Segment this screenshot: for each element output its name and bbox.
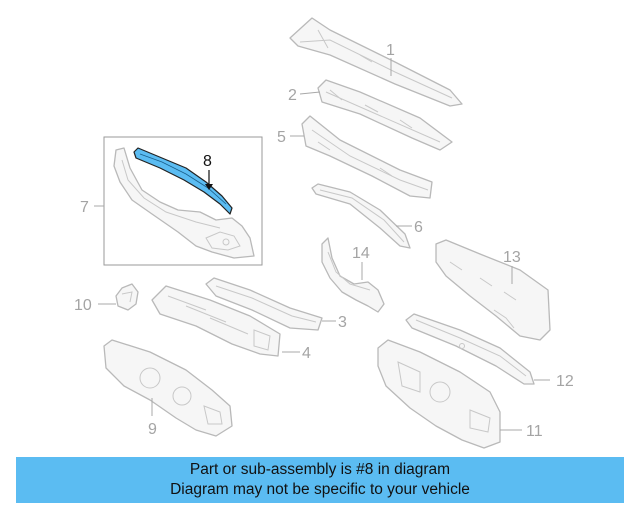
part-11-dash-panel[interactable] bbox=[377, 339, 501, 449]
inset-box bbox=[103, 136, 263, 266]
leader-8-arrowhead bbox=[205, 184, 213, 190]
part-7-dash-panel-assembly[interactable] bbox=[113, 147, 255, 259]
callout-1: 1 bbox=[386, 42, 395, 59]
parts-diagram: 1 2 5 6 7 8 14 bbox=[74, 17, 574, 449]
callout-12: 12 bbox=[556, 373, 574, 390]
banner-line-2: Diagram may not be specific to your vehi… bbox=[170, 481, 470, 498]
part-12-reinforcement[interactable] bbox=[405, 313, 535, 385]
part-10-small-bracket[interactable] bbox=[115, 283, 139, 311]
part-4-dash-panel-lower[interactable] bbox=[151, 285, 281, 357]
callout-7: 7 bbox=[80, 199, 89, 216]
banner-line-1: Part or sub-assembly is #8 in diagram bbox=[189, 461, 451, 478]
callout-10: 10 bbox=[74, 297, 92, 314]
info-banner: Part or sub-assembly is #8 in diagram Di… bbox=[16, 457, 624, 503]
part-1-cowl-top[interactable] bbox=[289, 17, 463, 107]
callout-8: 8 bbox=[203, 153, 212, 170]
callout-5: 5 bbox=[277, 129, 286, 146]
leader-2 bbox=[299, 91, 321, 95]
callout-2: 2 bbox=[288, 87, 297, 104]
callout-4: 4 bbox=[302, 345, 311, 362]
part-13-insulator[interactable] bbox=[435, 239, 551, 341]
part-6-brace[interactable] bbox=[311, 183, 411, 249]
part-3-cowl-vent[interactable] bbox=[205, 277, 323, 331]
callout-14: 14 bbox=[352, 245, 370, 262]
callout-3: 3 bbox=[338, 314, 347, 331]
part-9-dash-insulator[interactable] bbox=[103, 339, 233, 437]
callout-9: 9 bbox=[148, 421, 157, 438]
part-5-dash-panel-upper[interactable] bbox=[301, 115, 433, 199]
part-14-bracket[interactable] bbox=[321, 237, 385, 313]
callout-13: 13 bbox=[503, 249, 521, 266]
callout-6: 6 bbox=[414, 219, 423, 236]
part-8-highlighted-seal[interactable] bbox=[133, 147, 233, 215]
part-2-cowl-panel[interactable] bbox=[317, 79, 453, 151]
callout-11: 11 bbox=[526, 423, 543, 440]
